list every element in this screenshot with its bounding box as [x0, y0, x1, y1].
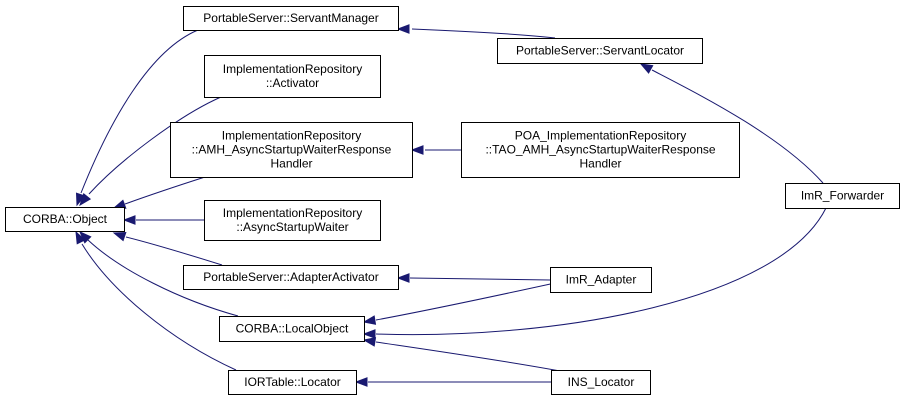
class-name-label: PortableServer::ServantManager — [203, 11, 378, 25]
inheritance-arrowhead — [79, 192, 92, 207]
class-node-poa-amh[interactable]: POA_ImplementationRepository::TAO_AMH_As… — [461, 122, 740, 178]
class-node-ins-locator[interactable]: INS_Locator — [551, 370, 651, 395]
edge-servant-locator-to-servant-manager — [396, 24, 556, 39]
class-name-label: ImplementationRepository — [222, 129, 361, 143]
edge-line — [87, 239, 239, 317]
class-box — [183, 6, 399, 31]
class-box — [204, 55, 381, 98]
edge-line — [375, 282, 556, 321]
class-name-label: IORTable::Locator — [244, 375, 341, 389]
inheritance-arrowhead — [396, 273, 410, 283]
inheritance-arrowhead — [639, 63, 654, 74]
class-node-local-object[interactable]: CORBA::LocalObject — [219, 316, 365, 342]
class-node-activator[interactable]: ImplementationRepository::Activator — [204, 55, 381, 98]
inheritance-arrowhead — [410, 145, 424, 155]
class-name-label: INS_Locator — [568, 375, 635, 389]
class-box — [228, 370, 357, 395]
class-name-label: Handler — [270, 157, 312, 171]
class-box — [219, 316, 365, 342]
class-box — [204, 200, 381, 241]
class-node-imr-forwarder[interactable]: ImR_Forwarder — [785, 183, 900, 209]
class-name-label: ::AsyncStartupWaiter — [236, 220, 348, 234]
class-node-servant-manager[interactable]: PortableServer::ServantManager — [183, 6, 399, 31]
inheritance-arrowhead — [75, 230, 86, 245]
edge-imr-adapter-to-adapter-activator — [396, 273, 551, 283]
edge-imr-adapter-to-local-object — [362, 282, 556, 325]
edge-ins-locator-to-local-object — [362, 337, 561, 372]
class-node-amh-waiter[interactable]: ImplementationRepository::AMH_AsyncStart… — [170, 122, 413, 178]
edge-line — [375, 207, 827, 336]
inheritance-arrowhead — [362, 315, 377, 325]
class-name-label: ::AMH_AsyncStartupWaiterResponse — [192, 143, 392, 157]
edge-activator-to-corba-object — [79, 96, 222, 207]
class-box — [170, 122, 413, 178]
edge-line — [124, 176, 206, 205]
edge-line — [88, 96, 222, 195]
edge-ins-locator-to-iortable-locator — [354, 377, 552, 387]
edge-iortable-locator-to-corba-object — [75, 230, 237, 371]
edge-amh-waiter-to-corba-object — [112, 176, 206, 209]
class-box — [551, 370, 651, 395]
class-name-label: ImplementationRepository — [223, 62, 362, 76]
edge-servant-manager-to-corba-object — [75, 29, 199, 207]
nodes-layer: CORBA::Object PortableServer::ServantMana… — [5, 6, 900, 395]
class-name-label: ImR_Adapter — [566, 273, 637, 287]
class-name-label: ImplementationRepository — [223, 206, 362, 220]
edge-async-waiter-to-corba-object — [122, 215, 204, 225]
inheritance-arrowhead — [354, 377, 368, 387]
edge-line — [651, 69, 824, 184]
class-node-corba-object[interactable]: CORBA::Object — [5, 207, 125, 232]
edge-line — [80, 29, 199, 194]
class-box — [461, 122, 740, 178]
edge-line — [81, 243, 237, 371]
class-box — [497, 38, 703, 64]
class-box — [183, 265, 399, 290]
edge-line — [411, 28, 556, 39]
inheritance-arrowhead — [362, 329, 376, 339]
class-name-label: Handler — [579, 157, 621, 171]
edge-poa-amh-to-amh-waiter — [410, 145, 461, 155]
class-name-label: POA_ImplementationRepository — [515, 129, 686, 143]
class-name-label: CORBA::LocalObject — [236, 322, 349, 336]
class-name-label: PortableServer::ServantLocator — [516, 44, 684, 58]
class-name-label: PortableServer::AdapterActivator — [203, 270, 378, 284]
class-box — [550, 267, 652, 293]
class-name-label: ::TAO_AMH_AsyncStartupWaiterResponse — [485, 143, 715, 157]
class-node-iortable-locator[interactable]: IORTable::Locator — [228, 370, 357, 395]
edge-imr-forwarder-to-local-object — [362, 207, 827, 339]
class-node-servant-locator[interactable]: PortableServer::ServantLocator — [497, 38, 703, 64]
class-box — [785, 183, 900, 209]
edge-adapter-activator-to-corba-object — [112, 231, 223, 266]
edge-line — [125, 236, 223, 266]
edges-layer — [75, 24, 827, 387]
class-name-label: CORBA::Object — [23, 212, 108, 226]
inheritance-arrowhead — [122, 215, 136, 225]
class-node-adapter-activator[interactable]: PortableServer::AdapterActivator — [183, 265, 399, 290]
class-name-label: ImR_Forwarder — [801, 189, 884, 203]
class-name-label: ::Activator — [266, 76, 319, 90]
class-box — [5, 207, 125, 232]
edge-line — [409, 277, 551, 281]
class-node-async-waiter[interactable]: ImplementationRepository::AsyncStartupWa… — [204, 200, 381, 241]
edge-imr-forwarder-to-servant-locator — [639, 63, 824, 184]
class-node-imr-adapter[interactable]: ImR_Adapter — [550, 267, 652, 293]
inheritance-arrowhead — [396, 24, 410, 34]
edge-line — [375, 341, 561, 372]
inheritance-arrowhead — [362, 337, 377, 347]
inheritance-arrowhead — [112, 231, 127, 242]
